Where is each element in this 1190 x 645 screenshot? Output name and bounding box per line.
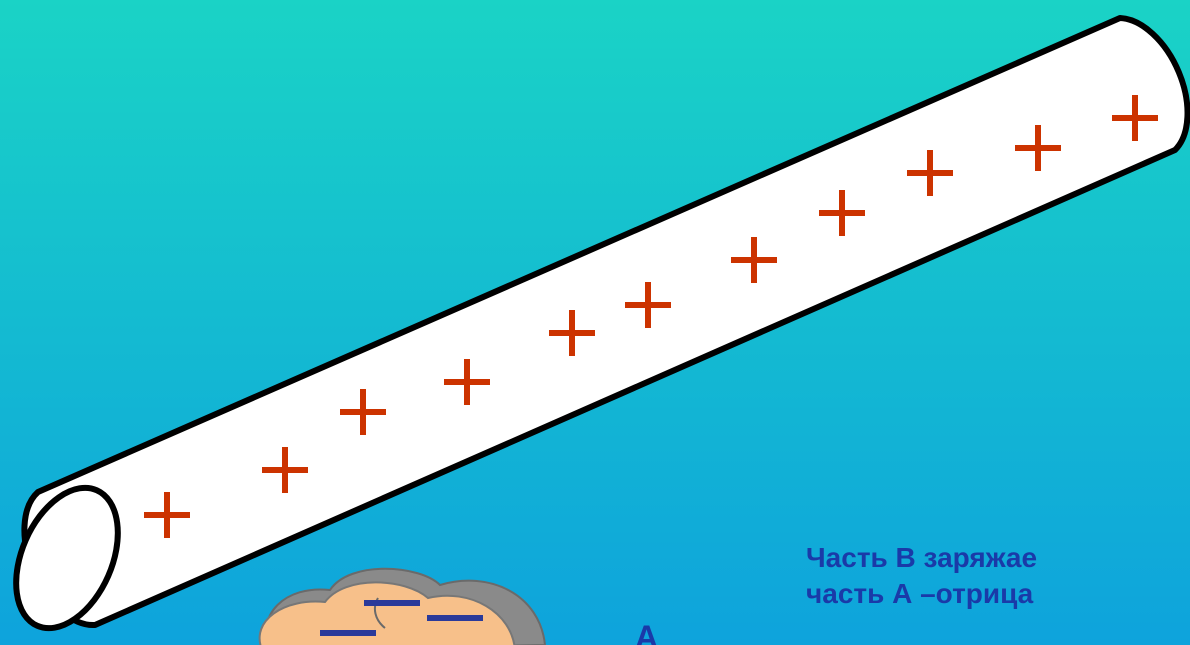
plus-sign	[907, 150, 953, 196]
charged-object	[258, 567, 547, 645]
charged-rod	[13, 15, 1190, 632]
plus-sign	[549, 310, 595, 356]
rod-end-cap	[13, 484, 121, 632]
caption-line-1: Часть В заряжае	[806, 542, 1038, 573]
plus-sign	[144, 492, 190, 538]
negative-charges	[320, 600, 483, 636]
caption-line-2: часть А –отрица	[806, 578, 1034, 609]
plus-sign	[625, 282, 671, 328]
label-part-a: А	[635, 619, 658, 645]
positive-charges	[144, 95, 1158, 538]
plus-sign	[731, 237, 777, 283]
object-body	[258, 581, 516, 645]
plus-sign	[340, 389, 386, 435]
plus-sign	[819, 190, 865, 236]
plus-sign	[262, 447, 308, 493]
plus-sign	[1015, 125, 1061, 171]
plus-sign	[444, 359, 490, 405]
plus-sign	[1112, 95, 1158, 141]
